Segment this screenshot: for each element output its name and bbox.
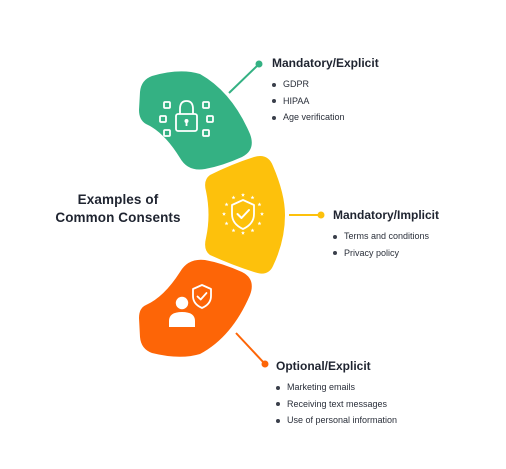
list-item: Age verification	[272, 109, 379, 126]
center-title-line1: Examples of	[77, 192, 159, 207]
connector-line-1	[228, 63, 260, 94]
star-icon	[231, 195, 236, 200]
eu-shield-check-icon	[222, 192, 264, 235]
group-heading: Optional/Explicit	[276, 359, 371, 373]
star-icon	[222, 211, 226, 216]
user-shield-icon	[169, 284, 212, 327]
star-icon	[224, 221, 229, 226]
star-icon	[241, 192, 245, 197]
star-icon	[231, 228, 236, 233]
star-icon	[257, 221, 262, 226]
connector-dot-1	[255, 60, 263, 68]
segment-mandatory-explicit	[139, 71, 252, 170]
lock-network-icon	[159, 100, 214, 137]
star-icon	[224, 202, 229, 207]
group-list: Terms and conditions Privacy policy	[333, 228, 439, 261]
star-icon	[250, 228, 255, 233]
list-item: Receiving text messages	[276, 396, 397, 413]
group-list: GDPR HIPAA Age verification	[272, 76, 379, 126]
star-icon	[250, 195, 255, 200]
list-item: GDPR	[272, 76, 379, 93]
list-item: Privacy policy	[333, 245, 439, 262]
list-item: Marketing emails	[276, 379, 397, 396]
connector-line-3	[235, 332, 266, 365]
segment-optional-explicit	[139, 259, 252, 357]
star-icon	[257, 202, 262, 207]
connector-dot-3	[261, 360, 269, 368]
group-heading: Mandatory/Explicit	[272, 56, 379, 70]
star-icon	[260, 211, 264, 216]
center-title: Examples of Common Consents	[38, 191, 198, 227]
list-item: HIPAA	[272, 93, 379, 110]
connector-dot-2	[317, 211, 325, 219]
center-title-line2: Common Consents	[55, 210, 181, 225]
group-optional-explicit: Optional/Explicit Marketing emails Recei…	[276, 359, 397, 429]
list-item: Use of personal information	[276, 412, 397, 429]
group-heading: Mandatory/Implicit	[333, 208, 440, 222]
star-icon	[241, 230, 245, 235]
group-list: Marketing emails Receiving text messages…	[276, 379, 397, 429]
group-mandatory-explicit: Mandatory/Explicit GDPR HIPAA Age verifi…	[272, 56, 379, 126]
list-item: Terms and conditions	[333, 228, 439, 245]
group-mandatory-implicit: Mandatory/Implicit Terms and conditions …	[333, 208, 439, 261]
